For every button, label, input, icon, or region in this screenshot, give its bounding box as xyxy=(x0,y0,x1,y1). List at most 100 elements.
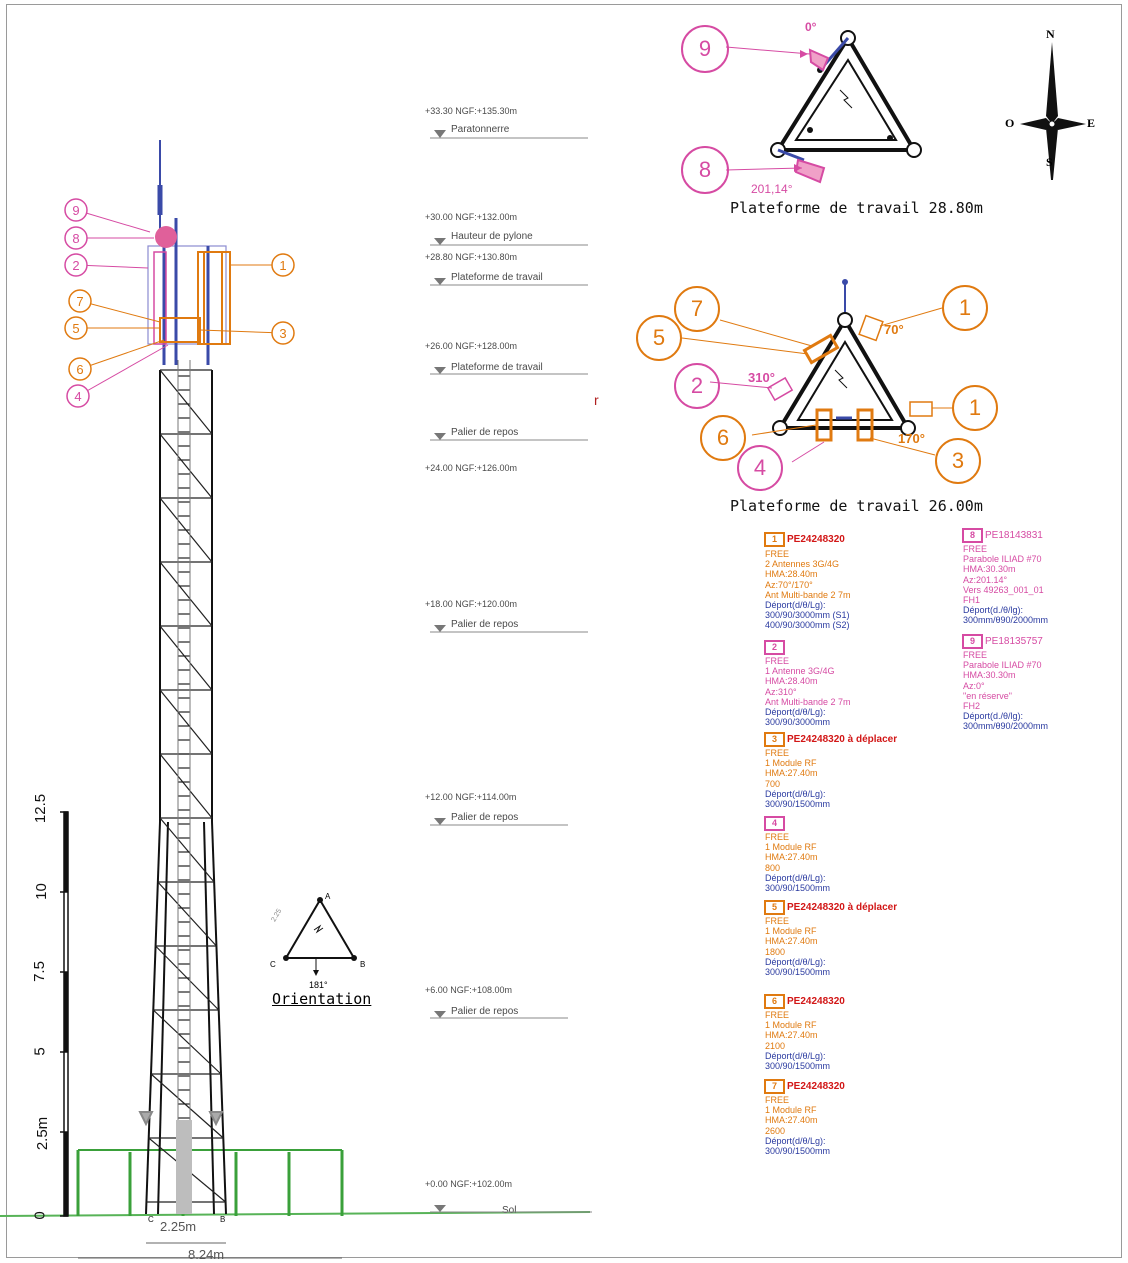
marker-2: 2 xyxy=(674,363,720,409)
platform-bottom-view xyxy=(681,279,952,463)
callout-circle xyxy=(66,384,90,408)
base-width-dim: 2.25m xyxy=(160,1219,197,1234)
antenna-1-code: PE24248320 xyxy=(787,534,845,545)
callout-leader xyxy=(79,339,165,370)
spec-line: Ant Multi-bande 2 7m xyxy=(765,696,851,707)
spec-line: 2100 xyxy=(765,1040,786,1051)
callout-number: 8 xyxy=(72,231,79,246)
deport-line: Déport(d/θ/Lg): xyxy=(765,1050,826,1061)
deport-line: 300mm/θ90/2000mm xyxy=(963,721,1049,732)
deport-line: 400/90/3000mm (S2) xyxy=(765,620,850,631)
callout-circle xyxy=(64,253,88,277)
spec-line: Az:70°/170° xyxy=(765,579,813,590)
deport-line: 300/90/1500mm xyxy=(765,1146,831,1157)
orientation-angle: 181° xyxy=(309,980,328,990)
antenna-6-num: 6 xyxy=(764,994,786,1009)
level-label: Plateforme de travail xyxy=(451,362,543,373)
spec-line: 800 xyxy=(765,862,781,873)
antenna-7-details: FREE 1 Module RF HMA:27.40m 2600 Déport(… xyxy=(765,1095,830,1156)
marker-5: 5 xyxy=(636,315,682,361)
antenna-9-num: 9 xyxy=(962,634,984,649)
callout-number: 9 xyxy=(72,203,79,218)
marker-1-top: 1 xyxy=(942,285,988,331)
spec-line: FREE xyxy=(765,1095,790,1105)
antenna-5-num: 5 xyxy=(764,900,786,915)
spec-line: 1800 xyxy=(765,946,786,957)
scale-tick-10: 10 xyxy=(32,883,50,900)
marker-4: 4 xyxy=(737,445,783,491)
level-lines xyxy=(430,130,592,1213)
spec-line: 1 Module RF xyxy=(765,1105,817,1116)
scale-tick-0: 0 xyxy=(31,1211,49,1220)
orientation-label-a: A xyxy=(325,892,331,901)
callout-number: 3 xyxy=(279,326,286,341)
level-top: +28.80 NGF:+130.80m xyxy=(425,252,518,262)
deport-line: 300/90/1500mm xyxy=(765,967,831,978)
spec-line: HMA:27.40m xyxy=(765,1115,818,1126)
spec-line: 1 Module RF xyxy=(765,758,817,769)
level-label: Palier de repos xyxy=(451,812,519,823)
spec-line: 2 Antennes 3G/4G xyxy=(765,559,840,570)
level-label: Hauteur de pylone xyxy=(451,231,533,242)
deport-line: Déport(d/θ/Lg): xyxy=(765,707,826,718)
marker-8-num: 8 xyxy=(698,157,712,182)
spec-line: FREE xyxy=(963,544,988,554)
tower-diagonal xyxy=(159,753,213,819)
marker-4-num: 4 xyxy=(753,455,767,480)
compass-e: E xyxy=(1087,116,1096,130)
spec-line: Parabole ILIAD #70 xyxy=(963,660,1042,671)
spec-line: HMA:30.30m xyxy=(963,564,1016,575)
spec-line: FH2 xyxy=(963,701,981,712)
marker-6-num: 6 xyxy=(716,425,730,450)
antenna-9-details: FREE Parabole ILIAD #70 HMA:30.30m Az:0°… xyxy=(963,650,1048,732)
marker-1-num: 1 xyxy=(968,395,982,420)
antenna-3-num: 3 xyxy=(764,732,786,747)
level-label: Paratonnerre xyxy=(451,124,510,135)
deport-line: 300/90/3000mm xyxy=(765,717,831,728)
scale-tick-5: 5 xyxy=(31,1047,49,1056)
angle-170: 170° xyxy=(898,431,925,446)
compass-n: N xyxy=(1046,27,1055,41)
tower-diagonal xyxy=(152,1009,222,1075)
callout-leader xyxy=(75,209,151,233)
tower-diagonal xyxy=(159,817,215,883)
callout-circle xyxy=(64,226,88,250)
antenna-2-num: 2 xyxy=(764,640,786,655)
marker-9-num: 9 xyxy=(698,36,712,61)
callout-circle xyxy=(68,357,92,381)
callout-circle xyxy=(68,289,92,313)
scale-tick-2-5: 2.5m xyxy=(34,1116,52,1151)
antenna-1-details: FREE 2 Antennes 3G/4G HMA:28.40m Az:70°/… xyxy=(765,549,851,631)
stray-mark: r xyxy=(594,392,599,408)
spec-line: HMA:28.40m xyxy=(765,569,818,580)
callout-number: 6 xyxy=(76,362,83,377)
marker-7: 7 xyxy=(674,286,720,332)
spec-line: HMA:27.40m xyxy=(765,768,818,779)
orientation-title: Orientation xyxy=(272,990,372,1008)
antenna-6-code: PE24248320 xyxy=(787,996,845,1007)
antenna-2-details: FREE 1 Antenne 3G/4G HMA:28.40m Az:310° … xyxy=(765,656,851,727)
callout-circle xyxy=(64,316,88,340)
callout-circle xyxy=(271,321,295,345)
marker-7-num: 7 xyxy=(690,296,704,321)
spec-line: 1 Module RF xyxy=(765,926,817,937)
callout-number: 7 xyxy=(76,294,83,309)
spec-line: FH1 xyxy=(963,595,981,606)
antenna-7-num: 7 xyxy=(764,1079,786,1094)
antenna-8-num: 8 xyxy=(962,528,984,543)
callout-number: 2 xyxy=(72,258,79,273)
orientation-label-b: B xyxy=(360,960,366,969)
marker-8: 8 xyxy=(681,146,729,194)
callout-number: 4 xyxy=(74,389,81,404)
marker-1-num: 1 xyxy=(958,295,972,320)
callout-circle xyxy=(64,198,88,222)
scale-tick-12-5: 12.5 xyxy=(32,793,50,824)
tower-diagonal xyxy=(159,369,213,435)
